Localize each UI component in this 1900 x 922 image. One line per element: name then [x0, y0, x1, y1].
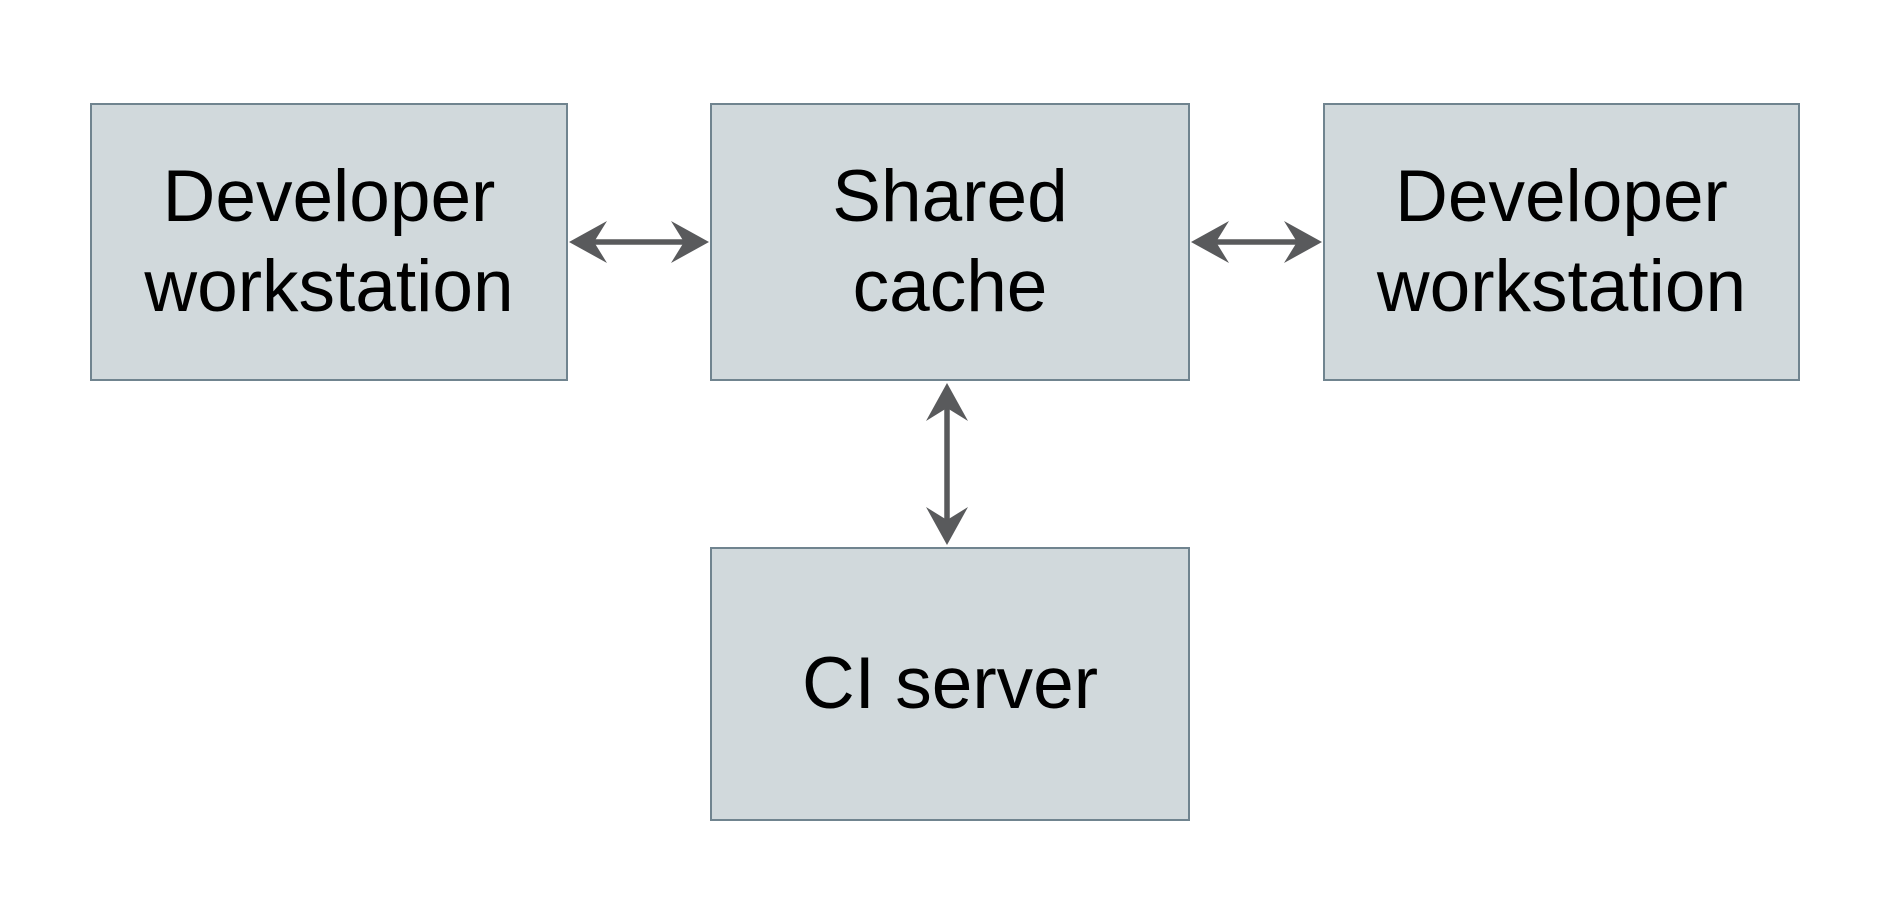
- node-label: Developer workstation: [1376, 156, 1747, 327]
- edge-cache-devright: [1191, 221, 1322, 263]
- edge-cache-ciserver: [926, 383, 968, 545]
- node-label: Developer workstation: [144, 156, 514, 327]
- edge-devleft-cache: [569, 221, 709, 263]
- node-label: CI server: [801, 643, 1099, 725]
- node-label: Shared cache: [832, 156, 1068, 327]
- node-shared-cache: Shared cache: [710, 103, 1190, 381]
- node-developer-workstation-left: Developer workstation: [90, 103, 568, 381]
- node-developer-workstation-right: Developer workstation: [1323, 103, 1800, 381]
- node-ci-server: CI server: [710, 547, 1190, 821]
